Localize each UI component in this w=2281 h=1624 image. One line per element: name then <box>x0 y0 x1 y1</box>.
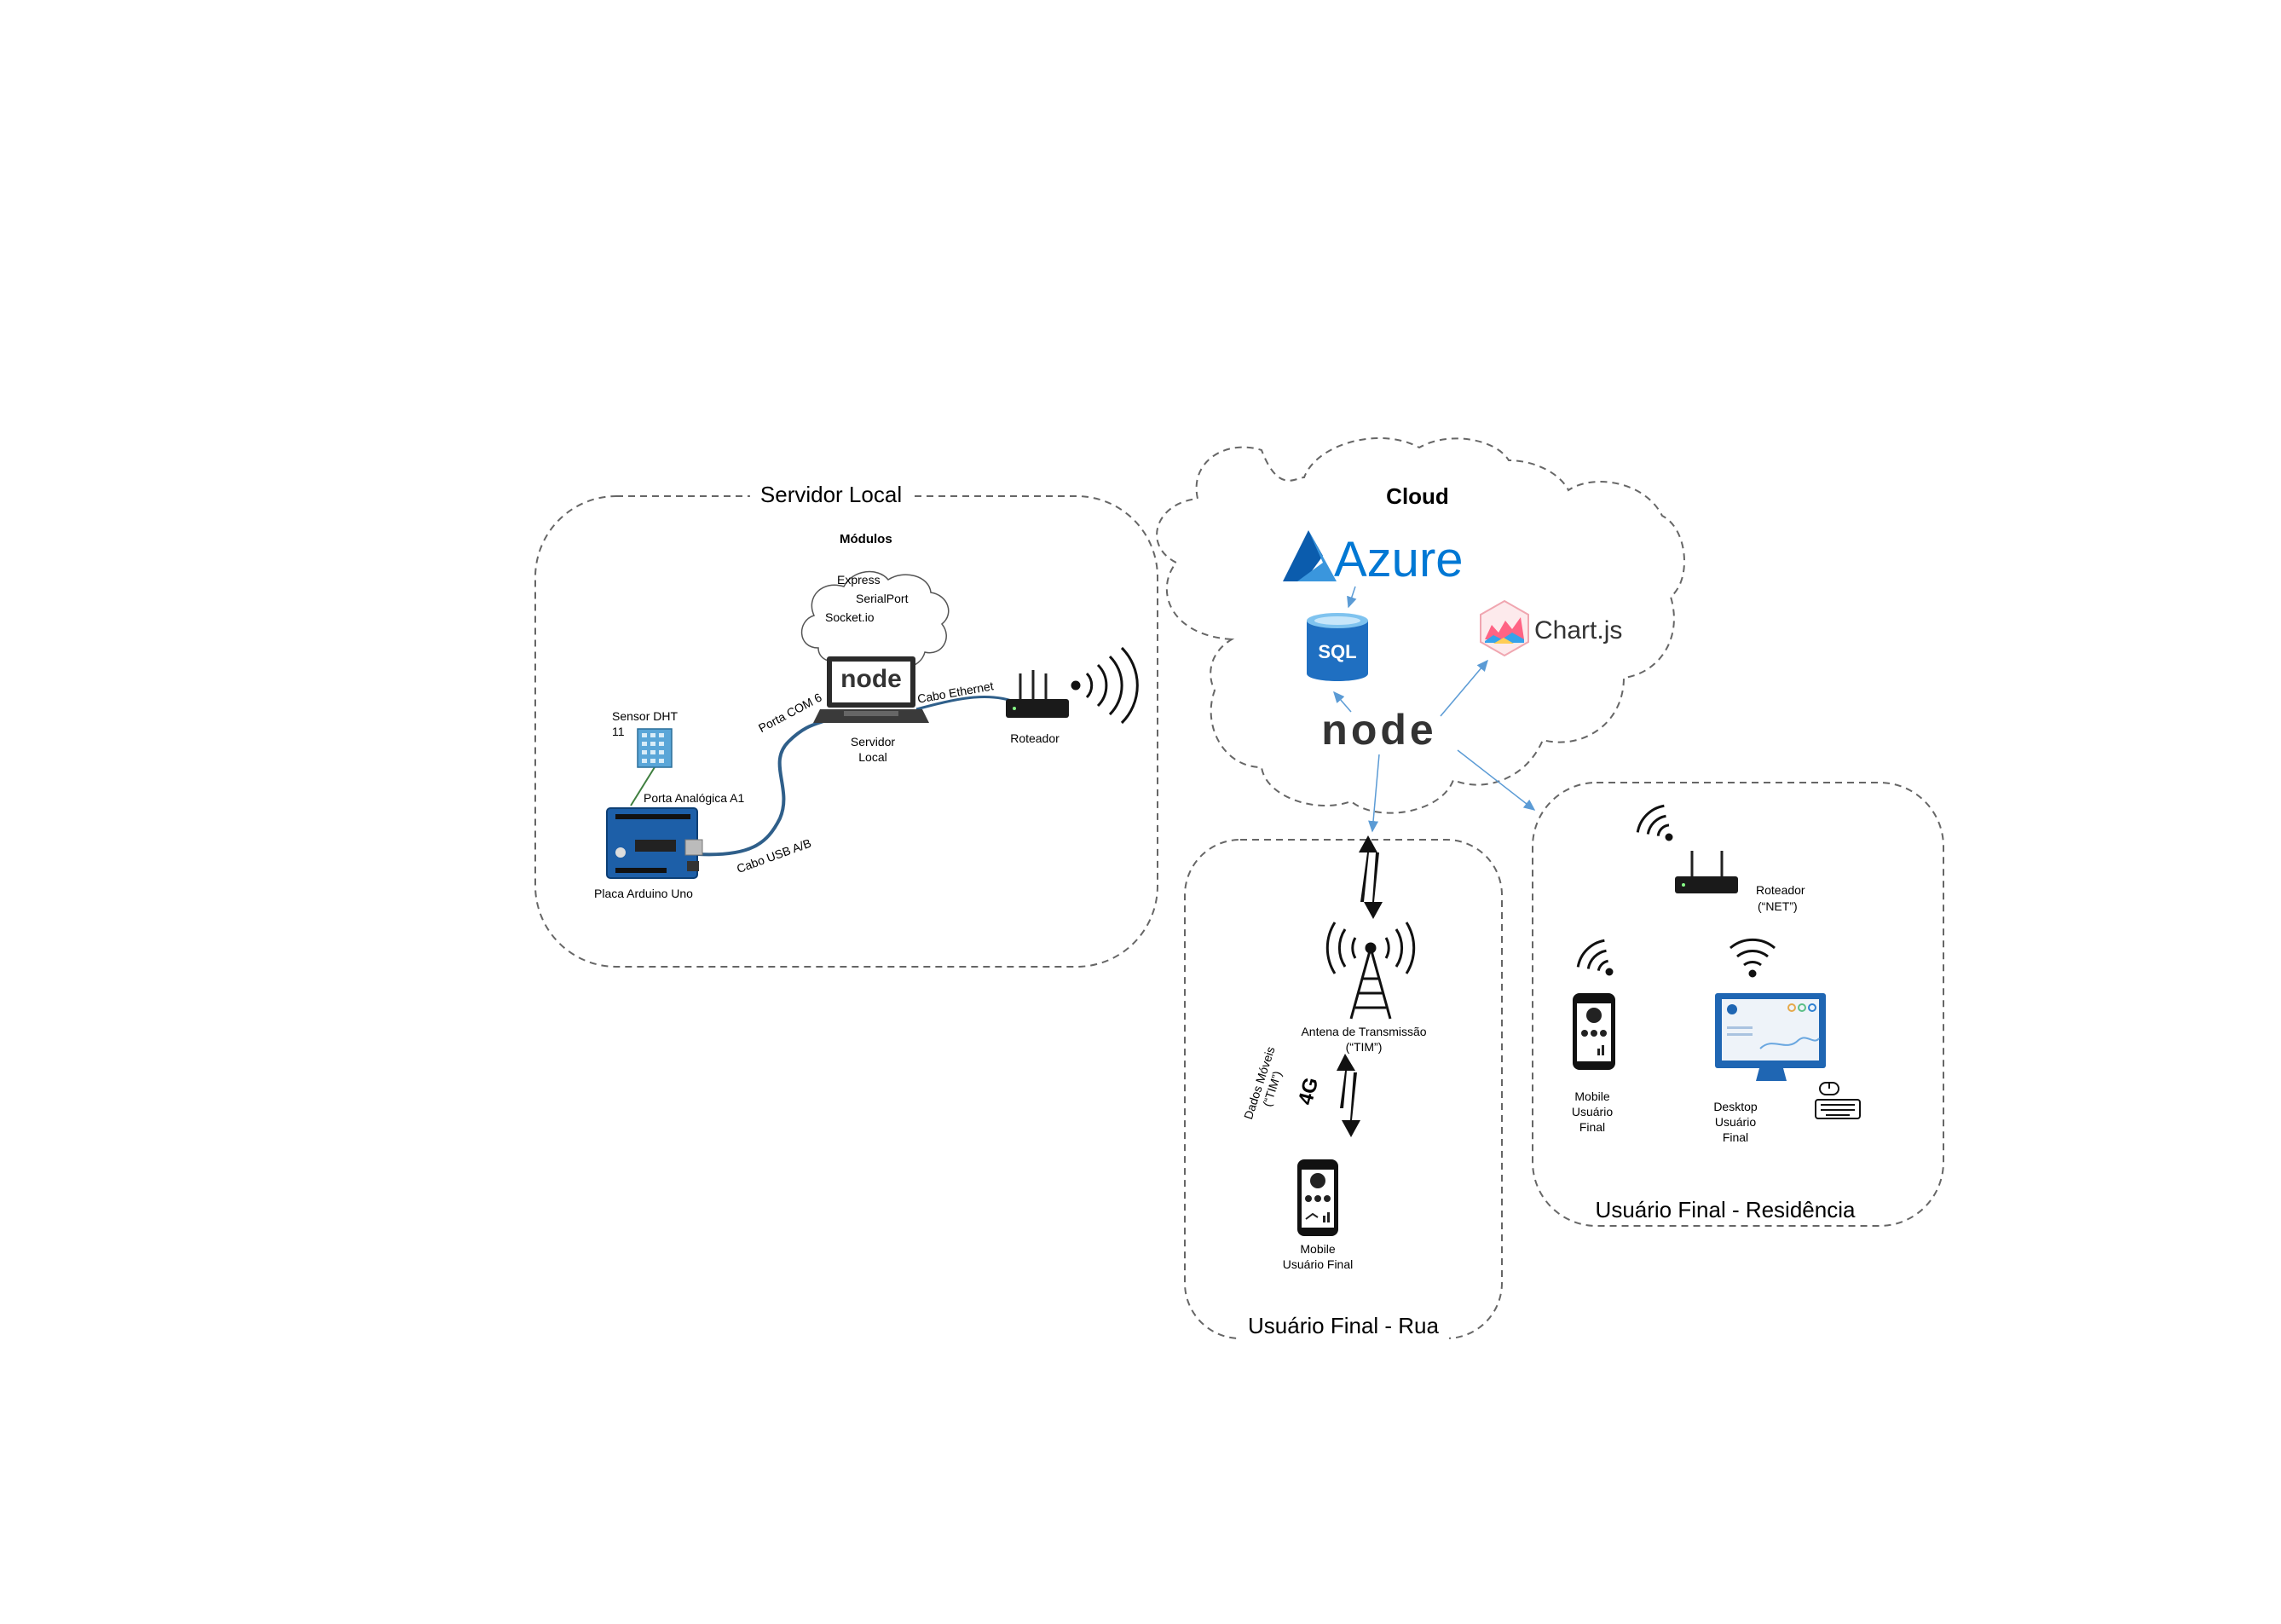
azure-label: Azure <box>1334 532 1464 587</box>
antena-label-2: (“TIM”) <box>1345 1040 1383 1054</box>
chartjs-label: Chart.js <box>1534 616 1623 644</box>
usuario-residencia-group <box>1532 782 1944 1227</box>
usuario-rua-group <box>1184 839 1503 1339</box>
azure-logo-icon <box>1283 530 1337 581</box>
arduino-uno-icon <box>606 807 703 879</box>
mobile-res-label-3: Final <box>1579 1120 1606 1134</box>
usuario-rua-title: Usuário Final - Rua <box>1238 1313 1449 1339</box>
wifi-mobile-residencia-icon <box>1576 939 1614 976</box>
desktop-label-1: Desktop <box>1713 1100 1758 1113</box>
servidor-label-2: Local <box>858 750 887 764</box>
chartjs-icon <box>1480 599 1529 657</box>
roteador-local-label: Roteador <box>1010 731 1060 745</box>
keyboard-mouse-icon <box>1815 1082 1861 1119</box>
mobile-rua-label-1: Mobile <box>1300 1242 1336 1256</box>
wifi-waves-local-icon <box>1071 646 1139 725</box>
arrow-node-rua <box>1368 754 1380 833</box>
router-residencia-icon <box>1675 851 1738 893</box>
servidor-local-title: Servidor Local <box>749 482 913 508</box>
usuario-residencia-title: Usuário Final - Residência <box>1585 1197 1866 1223</box>
desktop-label-3: Final <box>1722 1130 1749 1144</box>
modulos-title: Módulos <box>840 532 892 546</box>
wifi-desktop-residencia-icon <box>1730 938 1776 978</box>
roteador-net-label-2: (“NET”) <box>1758 899 1798 913</box>
arrow-node-sql <box>1333 691 1352 713</box>
mobile-residencia-icon <box>1573 993 1615 1070</box>
porta-analogica-label: Porta Analógica A1 <box>644 791 745 805</box>
roteador-net-label-1: Roteador <box>1756 883 1805 897</box>
sensor-wire <box>630 766 655 806</box>
laptop-node-logo: node <box>840 665 902 693</box>
cloud-shape <box>1156 437 1685 814</box>
mobile-rua-label-2: Usuário Final <box>1282 1257 1354 1271</box>
laptop-server-icon <box>813 656 929 723</box>
module-express: Express <box>837 573 881 587</box>
antena-label-1: Antena de Transmissão <box>1301 1025 1427 1038</box>
arrow-node-chartjs <box>1440 659 1488 717</box>
router-local-icon <box>1006 670 1069 718</box>
arduino-label: Placa Arduino Uno <box>594 887 693 900</box>
sensor-label-1: Sensor DHT <box>612 709 679 723</box>
desktop-label-2: Usuário <box>1714 1115 1757 1129</box>
transmission-antenna-icon <box>1325 922 1416 1020</box>
arrow-node-residencia <box>1457 749 1536 811</box>
sql-label: SQL <box>1318 641 1357 662</box>
cabo-usb-cable <box>696 713 841 857</box>
data-arrows-top-icon <box>1359 835 1383 919</box>
cloud-title: Cloud <box>1386 483 1449 509</box>
mobile-res-label-2: Usuário <box>1571 1105 1614 1118</box>
mobile-res-label-1: Mobile <box>1574 1089 1610 1103</box>
module-serialport: SerialPort <box>856 592 909 605</box>
sensor-label-2: 11 <box>612 725 625 738</box>
servidor-label-1: Servidor <box>850 735 896 748</box>
desktop-residencia-icon <box>1715 993 1826 1081</box>
sql-database-icon <box>1307 613 1368 681</box>
mobile-rua-icon <box>1297 1159 1338 1236</box>
cloud-node-logo: node <box>1321 706 1437 754</box>
module-socketio: Socket.io <box>825 610 875 624</box>
arrow-azure-sql <box>1347 586 1357 609</box>
wifi-router-residencia-icon <box>1636 804 1673 841</box>
data-arrows-bottom-icon <box>1337 1054 1360 1137</box>
sensor-dht11-icon <box>637 728 673 768</box>
